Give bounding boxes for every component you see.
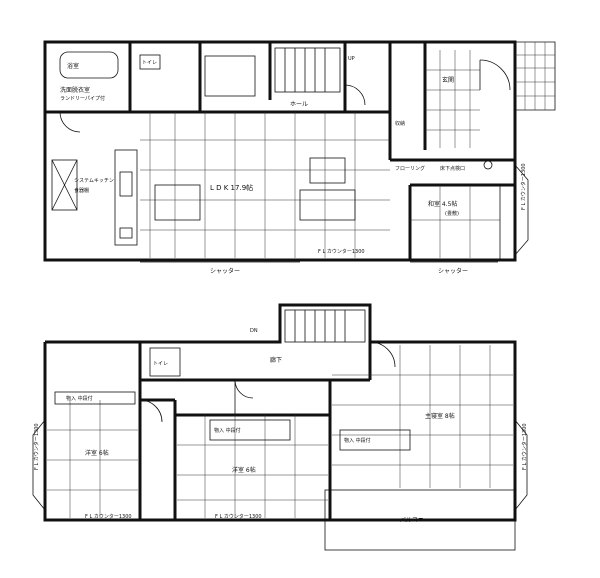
dining-table bbox=[154, 184, 201, 221]
washroom-label: 洗面脱衣室 bbox=[60, 86, 90, 94]
down-label: DN bbox=[250, 328, 258, 334]
bay-window-right-f2 bbox=[514, 419, 528, 511]
stove bbox=[119, 171, 133, 197]
fl-note-right: F L カウンター1300 bbox=[520, 163, 527, 210]
kitchen-note: 食器棚 bbox=[74, 187, 89, 194]
sink bbox=[119, 227, 133, 239]
toilet-fixture bbox=[139, 54, 161, 70]
washroom-note: ランドリーパイプ付 bbox=[60, 95, 105, 102]
up-label: UP bbox=[348, 56, 355, 62]
pantry-hatch bbox=[51, 159, 78, 211]
entrance-tiles bbox=[425, 50, 480, 148]
closet-right bbox=[339, 429, 411, 451]
washbasin-area bbox=[204, 55, 256, 97]
floor2: バルコニー DN 廊下 トイレ bbox=[32, 303, 528, 551]
shutter-left-label: シャッター bbox=[210, 267, 240, 275]
washitsu-grid bbox=[410, 185, 500, 258]
entrance-label: 玄関 bbox=[442, 76, 454, 84]
floor-vent-label: 床下点検口 bbox=[440, 165, 465, 172]
floor2-grid bbox=[47, 345, 513, 518]
balcony-label: バルコニー bbox=[400, 517, 430, 524]
floor-vent-icon bbox=[483, 160, 493, 170]
system-kitchen bbox=[114, 149, 138, 246]
washitsu-sub-label: (畳敷) bbox=[445, 210, 459, 217]
storage-mid-label: 物入 中段付 bbox=[214, 427, 241, 434]
sofa bbox=[299, 189, 356, 221]
stairs-floor2 bbox=[284, 309, 366, 343]
toilet-label: トイレ bbox=[142, 60, 157, 66]
fl-note-left-side: F L カウンター1300 bbox=[33, 423, 40, 470]
kitchen-label: システムキッチン bbox=[74, 178, 114, 184]
storage-label: 収納 bbox=[395, 120, 405, 127]
fl-note-right-side: F L カウンター1300 bbox=[521, 423, 528, 470]
western-room-left-label: 洋室 6帖 bbox=[85, 449, 109, 457]
fl-note-left-bottom: F L カウンター1300 bbox=[85, 513, 132, 520]
coffee-table bbox=[309, 157, 346, 184]
shutter-right-label: シャッター bbox=[438, 267, 468, 275]
stairs-floor1 bbox=[274, 47, 341, 93]
fl-note-mid-bottom: F L カウンター1300 bbox=[215, 513, 262, 520]
storage-right-label: 物入 中段付 bbox=[344, 437, 371, 444]
porch-tiles bbox=[515, 42, 555, 110]
bay-window-right bbox=[514, 164, 529, 256]
floor2-hall-label: 廊下 bbox=[270, 356, 282, 364]
flooring-label: フローリング bbox=[395, 165, 425, 172]
western-room-mid-label: 洋室 6帖 bbox=[232, 466, 256, 474]
floor2-toilet-label: トイレ bbox=[153, 361, 168, 367]
closet-left bbox=[54, 391, 136, 405]
floor1: 浴室 トイレ 洗面脱衣室 ランドリーパイプ付 UP ホール 玄関 システムキ bbox=[43, 40, 556, 275]
bathtub bbox=[59, 51, 119, 79]
washitsu-label: 和室 4.5帖 bbox=[428, 200, 457, 208]
floor2-toilet-area bbox=[149, 347, 181, 377]
bay-window-left-f2 bbox=[32, 419, 46, 511]
bath-label: 浴室 bbox=[67, 62, 79, 70]
ldk-floor-grid bbox=[140, 112, 390, 258]
floor1-outer-wall bbox=[43, 40, 517, 262]
storage-left-label: 物入 中段付 bbox=[66, 395, 93, 402]
hall-label: ホール bbox=[290, 101, 308, 108]
master-bedroom-label: 主寝室 8帖 bbox=[425, 412, 455, 420]
fl-note-bottom: F L カウンター1300 bbox=[318, 248, 365, 255]
ldk-label: L D K 17.9帖 bbox=[210, 183, 253, 192]
closet-mid bbox=[209, 419, 291, 441]
balcony-outline bbox=[324, 489, 516, 551]
